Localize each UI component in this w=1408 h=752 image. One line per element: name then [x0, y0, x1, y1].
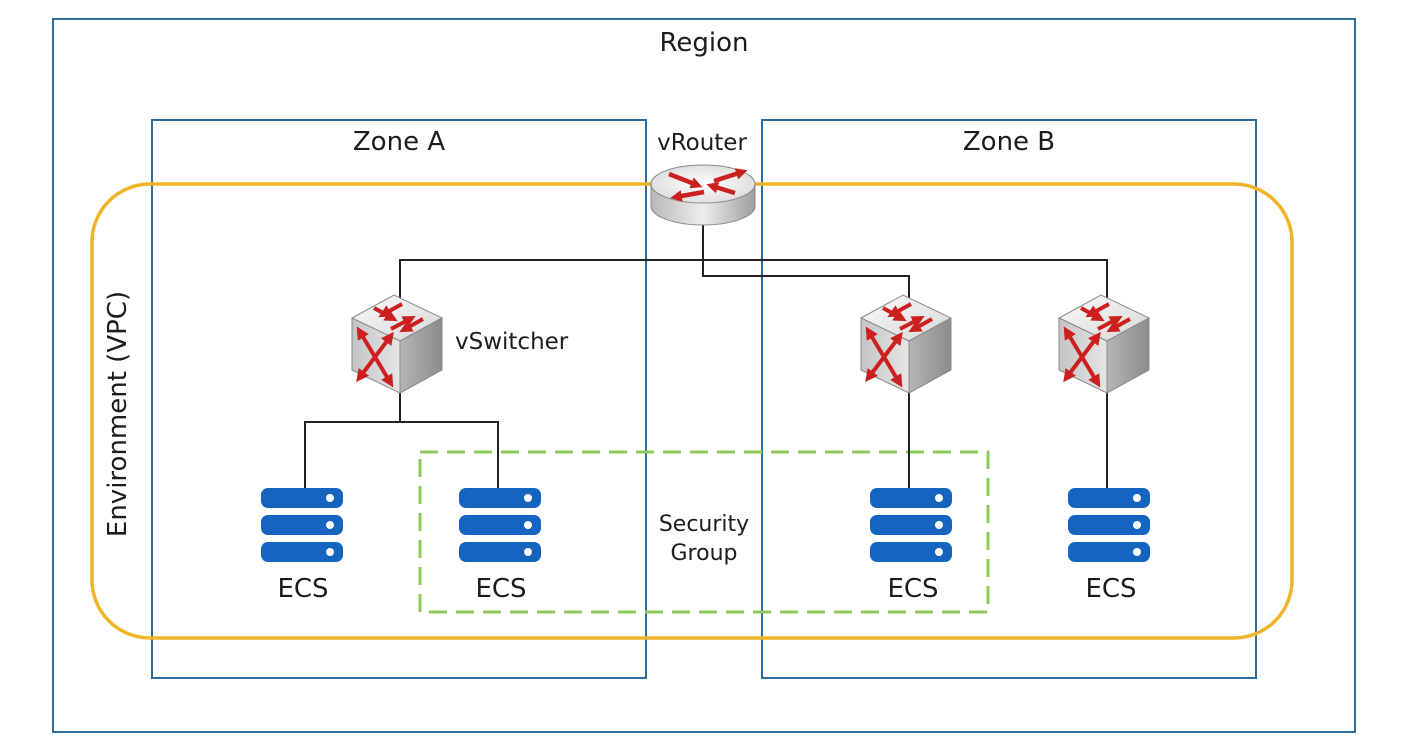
region-boundary	[52, 18, 1356, 733]
server-icon	[261, 488, 343, 562]
router-label: vRouter	[657, 130, 747, 156]
zone-a-boundary	[151, 119, 647, 679]
ecs-label: ECS	[277, 574, 329, 604]
vpc-boundary	[90, 182, 1294, 640]
switcher-label: vSwitcher	[455, 329, 569, 355]
security-group-boundary	[418, 450, 990, 614]
server-icon	[870, 488, 952, 562]
zone-b-boundary	[761, 119, 1257, 679]
switch-icon	[1059, 295, 1149, 393]
ecs-label: ECS	[887, 574, 939, 604]
vpc-label: Environment (VPC)	[103, 290, 133, 538]
router-icon	[650, 164, 756, 226]
switch-icon	[352, 295, 442, 393]
security-group-label: Security Group	[658, 512, 750, 566]
server-icon	[1068, 488, 1150, 562]
server-icon	[459, 488, 541, 562]
zone-b-label: Zone B	[962, 127, 1056, 157]
ecs-label: ECS	[1085, 574, 1137, 604]
switch-icon	[861, 295, 951, 393]
connection-lines	[304, 225, 1108, 488]
ecs-label: ECS	[475, 574, 527, 604]
region-label: Region	[659, 28, 749, 58]
zone-a-label: Zone A	[352, 127, 446, 157]
